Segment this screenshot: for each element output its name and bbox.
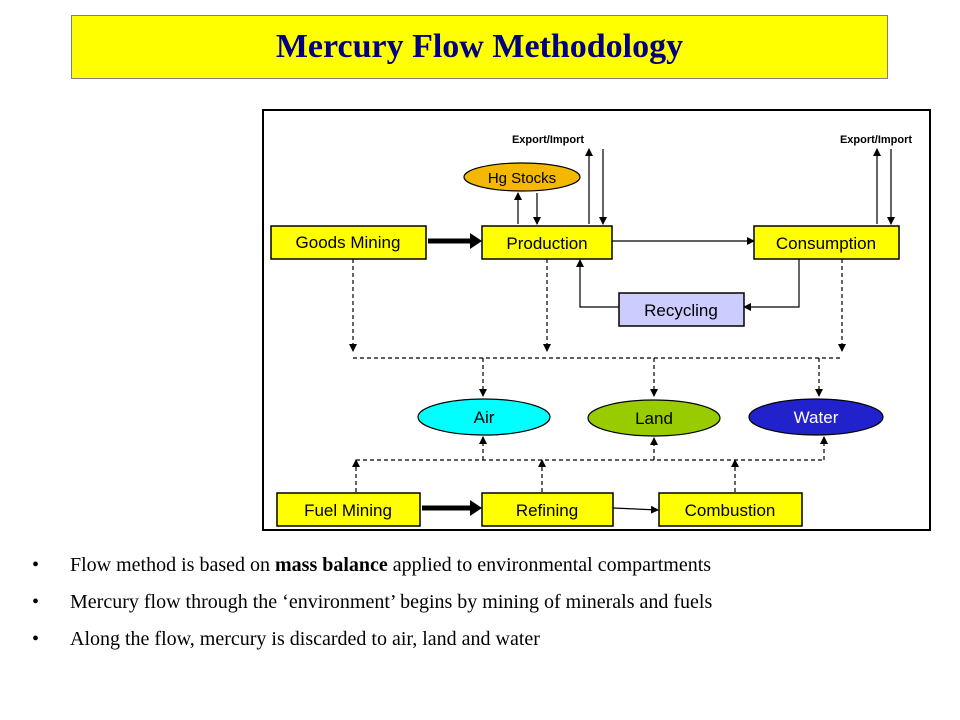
combustion-node: Combustion — [658, 492, 803, 527]
land-node: Land — [587, 399, 721, 437]
hg-stocks-label: Hg Stocks — [488, 170, 556, 187]
bullet-text-bold: mass balance — [275, 554, 388, 576]
air-label: Air — [474, 408, 495, 427]
combustion-label: Combustion — [685, 501, 776, 520]
flow-diagram: Export/Import Export/Import Hg Stocks Go… — [262, 109, 931, 531]
bullet-item: • Flow method is based on mass balance a… — [32, 553, 947, 577]
bullet-dot: • — [32, 591, 40, 613]
export-import-right: Export/Import — [840, 134, 912, 225]
refining-to-combustion-arrow — [612, 505, 659, 514]
emission-collector-bottom — [352, 436, 828, 492]
goods-mining-label: Goods Mining — [296, 233, 401, 252]
export-import-right-label: Export/Import — [840, 134, 912, 146]
flow-diagram-canvas: Export/Import Export/Import Hg Stocks Go… — [270, 134, 912, 527]
goods-to-production-arrowhead — [470, 233, 482, 249]
hg-stocks-node: Hg Stocks — [463, 162, 581, 192]
recycling-label: Recycling — [644, 301, 718, 320]
water-label: Water — [794, 408, 839, 427]
export-import-left-label: Export/Import — [512, 134, 584, 146]
bullet-dot: • — [32, 554, 40, 576]
bullet-text-before: Flow method is based on — [70, 554, 275, 576]
consumption-node: Consumption — [753, 225, 900, 260]
goods-mining-node: Goods Mining — [270, 225, 427, 260]
bullet-text-after: applied to environmental compartments — [387, 554, 712, 576]
bullet-text: Mercury flow through the ‘environment’ b… — [70, 591, 713, 613]
consumption-label: Consumption — [776, 234, 876, 253]
land-label: Land — [635, 409, 673, 428]
emission-collector-top — [349, 259, 846, 397]
page-title: Mercury Flow Methodology — [275, 28, 684, 65]
bullet-text: Along the flow, mercury is discarded to … — [70, 628, 540, 650]
bullet-list: • Flow method is based on mass balance a… — [32, 553, 947, 664]
recycling-node: Recycling — [618, 292, 745, 327]
export-import-left: Export/Import — [512, 134, 607, 225]
refining-label: Refining — [516, 501, 578, 520]
bullet-dot: • — [32, 628, 40, 650]
production-node: Production — [481, 225, 613, 260]
bullet-item: • Along the flow, mercury is discarded t… — [32, 627, 947, 651]
fuel-to-refining-arrowhead — [470, 500, 482, 516]
refining-node: Refining — [481, 492, 614, 527]
recycling-to-production-arrow — [576, 259, 619, 308]
title-banner: Mercury Flow Methodology — [71, 15, 888, 79]
air-node: Air — [417, 398, 551, 436]
production-label: Production — [506, 234, 587, 253]
water-node: Water — [748, 398, 884, 436]
consumption-to-recycling-arrow — [743, 259, 800, 311]
fuel-mining-node: Fuel Mining — [276, 492, 421, 527]
fuel-mining-label: Fuel Mining — [304, 501, 392, 520]
bullet-item: • Mercury flow through the ‘environment’… — [32, 590, 947, 614]
